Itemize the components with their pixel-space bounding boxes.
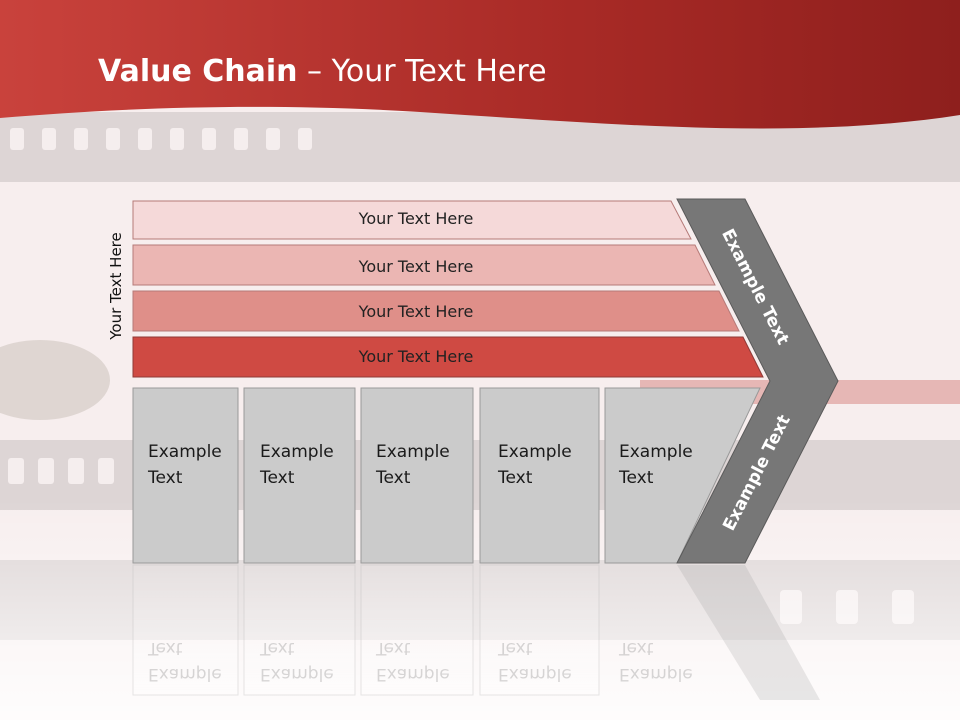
- bar-1: [132, 200, 692, 240]
- cell-text-2: Example Text: [260, 442, 334, 488]
- bar-label-3: Your Text Here: [358, 302, 474, 321]
- diagram-reflection: [132, 564, 820, 700]
- cell-3: [360, 387, 474, 564]
- cell-reflection-1: Example Text: [148, 638, 222, 684]
- cell-1: [132, 387, 239, 564]
- slide-title: Value Chain – Your Text Here: [98, 54, 547, 89]
- bar-4: [132, 336, 764, 378]
- cell-text-3: Example Text: [376, 442, 450, 488]
- cell-text-1: Example Text: [148, 442, 222, 488]
- cell-reflection-5: Example Text: [619, 638, 693, 684]
- bar-label-1: Your Text Here: [358, 209, 474, 228]
- bar-label-2: Your Text Here: [358, 257, 474, 276]
- cell-text-4: Example Text: [498, 442, 572, 488]
- cell-text-5: Example Text: [619, 442, 693, 488]
- bar-label-4: Your Text Here: [358, 347, 474, 366]
- cell-reflection-3: Example Text: [376, 638, 450, 684]
- cell-reflection-4: Example Text: [498, 638, 572, 684]
- bar-2: [132, 244, 716, 286]
- title-bold: Value Chain: [98, 54, 298, 89]
- title-rest: – Your Text Here: [297, 54, 547, 89]
- cell-reflection-2: Example Text: [260, 638, 334, 684]
- chevron: [676, 198, 839, 564]
- cell-4: [479, 387, 600, 564]
- bar-3: [132, 290, 740, 332]
- cell-2: [243, 387, 356, 564]
